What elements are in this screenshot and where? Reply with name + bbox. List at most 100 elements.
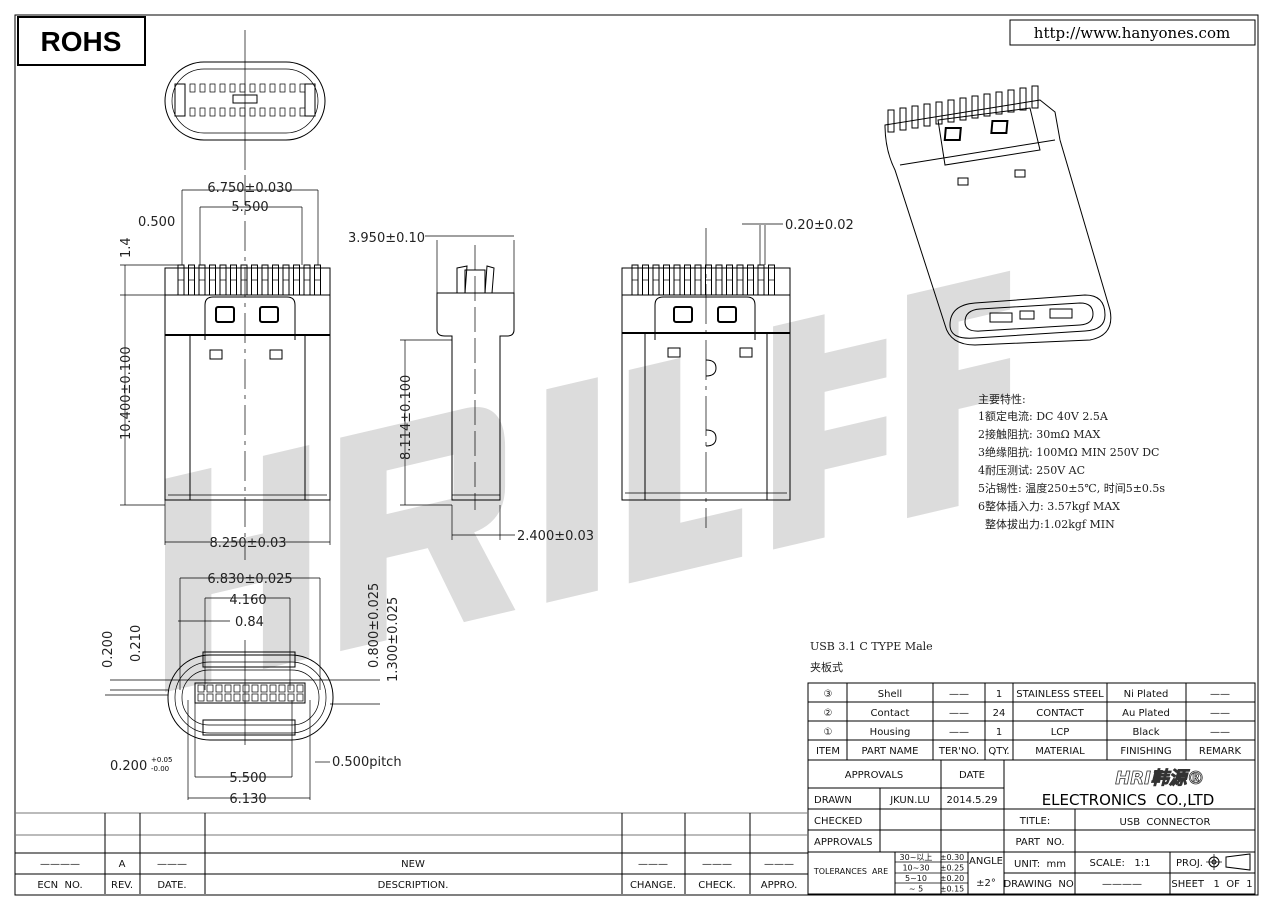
- rohs-label: ROHS: [41, 26, 122, 57]
- drawing-title: USB CONNECTOR: [1120, 817, 1211, 828]
- contact-pin: [1007, 89, 1015, 113]
- spec-line: 整体拔出力:1.02kgf MIN: [978, 517, 1115, 531]
- dim-6130: 6.130: [229, 792, 266, 807]
- pin: [209, 83, 216, 93]
- tol-minus: -0.00: [151, 765, 169, 773]
- pin: [260, 684, 268, 693]
- bom-part: Contact: [871, 708, 910, 719]
- projection-label: PROJ.: [1176, 858, 1203, 869]
- pin: [215, 684, 223, 693]
- bom-qty: 1: [996, 689, 1002, 700]
- pin: [242, 684, 250, 693]
- tolerance-value: ±0.20: [940, 874, 965, 883]
- pin: [199, 83, 206, 93]
- header-material: MATERIAL: [1035, 746, 1085, 757]
- contact-pin: [959, 97, 967, 121]
- pin: [269, 107, 276, 117]
- rev-appro: ———: [764, 859, 794, 870]
- scale: SCALE: 1:1: [1089, 858, 1150, 869]
- bom-finishing: Ni Plated: [1124, 689, 1169, 700]
- pin: [259, 107, 266, 117]
- contact-pin: [887, 109, 895, 133]
- pin: [219, 107, 226, 117]
- spec-line: 2接触阻抗: 30mΩ MAX: [978, 427, 1100, 441]
- header-remark: REMARK: [1199, 746, 1242, 757]
- contact-pin: [947, 99, 955, 123]
- projection-symbol-icon: [1206, 853, 1251, 871]
- rev-ecn: ————: [40, 859, 80, 870]
- pin: [233, 693, 241, 702]
- end-view-bottom: [105, 577, 380, 800]
- bom-table: [807, 682, 1256, 761]
- company-name: ELECTRONICS CO.,LTD: [1042, 791, 1215, 809]
- drawn-date: 2014.5.29: [947, 795, 998, 806]
- bom-header: ITEM PART NAME TER'NO. QTY. MATERIAL FIN…: [816, 746, 1242, 757]
- revision-table: [15, 812, 808, 894]
- rev-change: ———: [638, 859, 668, 870]
- header-date: DATE.: [157, 880, 186, 891]
- header-qty: QTY.: [988, 746, 1009, 757]
- contact-pin: [899, 107, 907, 131]
- pin: [278, 684, 286, 693]
- pin: [239, 83, 246, 93]
- rev-letter: A: [119, 859, 126, 870]
- pin: [197, 693, 205, 702]
- contact-pin: [923, 103, 931, 127]
- isometric-view: [884, 85, 1112, 346]
- drawn-label: DRAWN: [814, 795, 852, 806]
- bom-ter: ——: [949, 689, 969, 700]
- pin: [189, 107, 196, 117]
- pin: [251, 693, 259, 702]
- bom-item: ③: [824, 689, 833, 700]
- spec-line: 1额定电流: DC 40V 2.5A: [978, 409, 1109, 423]
- tolerance-value: ±0.25: [940, 864, 965, 873]
- dim-0200-tol: 0.200: [110, 759, 147, 774]
- pin: [279, 107, 286, 117]
- part-no-label: PART NO.: [1015, 837, 1064, 848]
- dim-020: 0.20±0.02: [785, 218, 854, 233]
- bom-item: ②: [824, 708, 833, 719]
- unit: UNIT: mm: [1014, 859, 1066, 870]
- sheet-number: SHEET 1 OF 1: [1171, 879, 1252, 890]
- front-view: [120, 175, 331, 560]
- pin: [287, 693, 295, 702]
- website-url[interactable]: http://www.hanyones.com: [1034, 24, 1230, 42]
- side-view: [400, 235, 515, 540]
- contact-pin: [1031, 85, 1039, 109]
- tolerance-value: ±0.15: [940, 885, 965, 894]
- pin: [199, 107, 206, 117]
- bom-finishing: Black: [1132, 727, 1159, 738]
- pin: [296, 684, 304, 693]
- approvals-header: APPROVALS: [845, 770, 904, 781]
- pin: [229, 83, 236, 93]
- pin: [289, 107, 296, 117]
- pin: [189, 83, 196, 93]
- pin: [197, 684, 205, 693]
- bom-ter: ——: [949, 727, 969, 738]
- spec-line: 3绝缘阻抗: 100MΩ MIN 250V DC: [978, 445, 1159, 459]
- pin: [206, 693, 214, 702]
- pin: [209, 107, 216, 117]
- drawing-frame: [14, 14, 1259, 896]
- rev-date: ———: [157, 859, 187, 870]
- contact-pin: [911, 105, 919, 129]
- angle-label: ANGLE: [969, 856, 1003, 867]
- revision-header: ECN NO. REV. DATE. DESCRIPTION. CHANGE. …: [37, 880, 797, 891]
- drawing-no-label: DRAWING NO.: [1003, 879, 1076, 890]
- contact-pin: [971, 95, 979, 119]
- tolerance-value: ±0.30: [940, 853, 965, 862]
- pin: [239, 107, 246, 117]
- pin: [229, 107, 236, 117]
- spec-line: 4耐压测试: 250V AC: [978, 464, 1085, 477]
- url-box: [1009, 19, 1256, 46]
- dim-6750: 6.750±0.030: [207, 181, 292, 196]
- tolerances-label: TOLERANCES ARE: [813, 867, 888, 876]
- revision-row: ———— A ——— NEW ——— ——— ———: [40, 859, 794, 870]
- bom-material: CONTACT: [1036, 708, 1084, 719]
- dim-5500-bottom: 5.500: [229, 771, 266, 786]
- pin: [206, 684, 214, 693]
- pin: [249, 83, 256, 93]
